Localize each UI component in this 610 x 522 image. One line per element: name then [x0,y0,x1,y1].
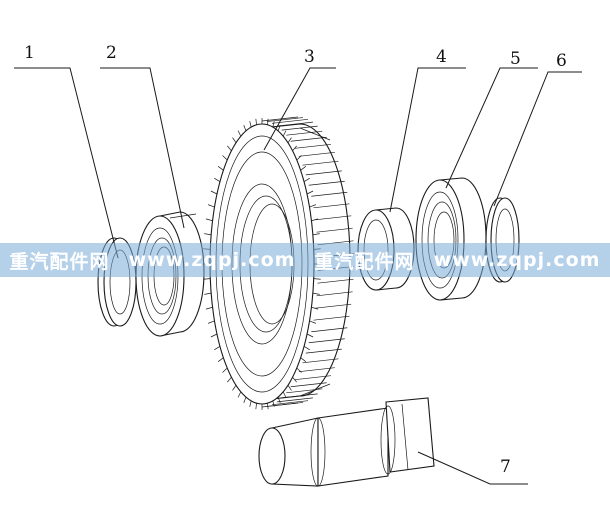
gear-tooth [210,190,218,195]
gear-tooth-face [315,303,352,309]
label-3: 3 [304,47,315,67]
gear-tooth-face [298,367,335,373]
gear-tooth [237,391,242,398]
gear-tooth [311,218,319,222]
label-1: 1 [24,43,35,63]
gear-tooth-face [276,397,313,403]
gear-tooth-face [271,118,309,124]
gear-tooth [232,385,237,391]
gear-tooth-face [311,327,348,333]
gear-tooth [292,377,297,383]
gear-tooth-face [311,191,348,197]
gear-tooth-face [313,315,350,321]
gear-tooth-face [316,291,353,297]
watermark-brand-2: 重汽配件网 [314,250,415,273]
gear-tooth-face [290,382,327,388]
label-6: 6 [556,51,567,71]
gear-tooth [249,400,252,407]
gear-tooth [222,367,228,373]
gear-tooth [222,155,228,161]
gear-tooth [203,278,211,280]
gear-tooth [243,125,247,131]
gear-tooth-face [261,116,299,122]
watermark-text: 重汽配件网 www.zqpj.com 重汽配件网 www.zqpj.com [0,243,610,277]
gear-tooth-face [305,348,342,354]
gear-tooth-face [308,180,345,186]
gear-tooth [287,137,292,143]
gear-tooth [237,130,242,137]
gear-tooth-face [286,388,323,394]
label-5: 5 [510,49,521,69]
gear-tooth [292,145,297,151]
gear-tooth [287,385,292,391]
part-5-bearing [415,177,487,301]
gear-tooth [313,278,321,280]
gear-tooth-face [266,117,304,122]
gear-tooth [282,391,287,398]
gear-tooth [272,121,275,128]
gear-tooth-face [286,130,323,136]
label-4: 4 [436,47,447,67]
gear-tooth-face [281,125,318,131]
gear-tooth [204,233,212,236]
part-7-shaft [258,397,435,487]
leader-lines [14,67,582,485]
gear-tooth [227,145,232,151]
label-7: 7 [500,457,511,477]
gear-tooth [214,345,221,351]
gear-tooth [300,357,307,362]
gear-tooth-face [281,393,318,399]
gear-tooth [306,190,314,195]
gear-tooth-face [317,278,354,284]
gear-tooth [309,320,317,324]
gear-tooth [214,177,221,183]
gear-tooth-face [298,151,335,157]
gear-tooth [227,377,232,383]
gear-tooth [210,333,218,338]
gear-tooth [205,218,213,222]
gear-tooth [282,130,287,137]
label-2: 2 [106,43,117,63]
gear-tooth-face [302,160,339,166]
gear-tooth-face [290,136,327,142]
gear-tooth [277,397,281,403]
gear-tooth [217,166,224,171]
gear-tooth [204,292,212,295]
gear-tooth-face [271,400,309,406]
gear-tooth [205,306,213,310]
gear-tooth [207,204,215,208]
gear-tooth-face [302,358,339,364]
gear-tooth-face [308,338,345,344]
gear-tooth-face [305,170,342,176]
gear-tooth-face [276,121,313,127]
gear-tooth [255,403,257,410]
gear-tooth-face [315,215,352,221]
gear-tooth-face [313,203,350,209]
gear-tooth [312,233,320,236]
gear-tooth-face [316,227,353,233]
gear-tooth [243,397,247,403]
gear-tooth [303,345,310,351]
gear-tooth [311,306,319,310]
gear-tooth [309,204,317,208]
gear-tooth [255,118,257,125]
watermark-brand: 重汽配件网 [9,250,110,273]
watermark-url: www.zqpj.com [128,249,296,271]
gear-tooth [207,320,215,324]
gear-tooth [306,333,314,338]
gear-tooth [303,177,310,183]
gear-tooth-face [294,143,331,149]
gear-tooth-face [294,375,331,381]
gear-tooth [312,292,320,295]
gear-tooth [217,357,224,362]
watermark-url-2: www.zqpj.com [433,249,601,271]
gear-teeth [203,116,354,410]
watermark-banner [0,243,610,277]
gear-tooth [232,137,237,143]
gear-tooth [249,121,252,128]
gear-tooth [300,166,307,171]
gear-tooth-face [261,402,299,408]
